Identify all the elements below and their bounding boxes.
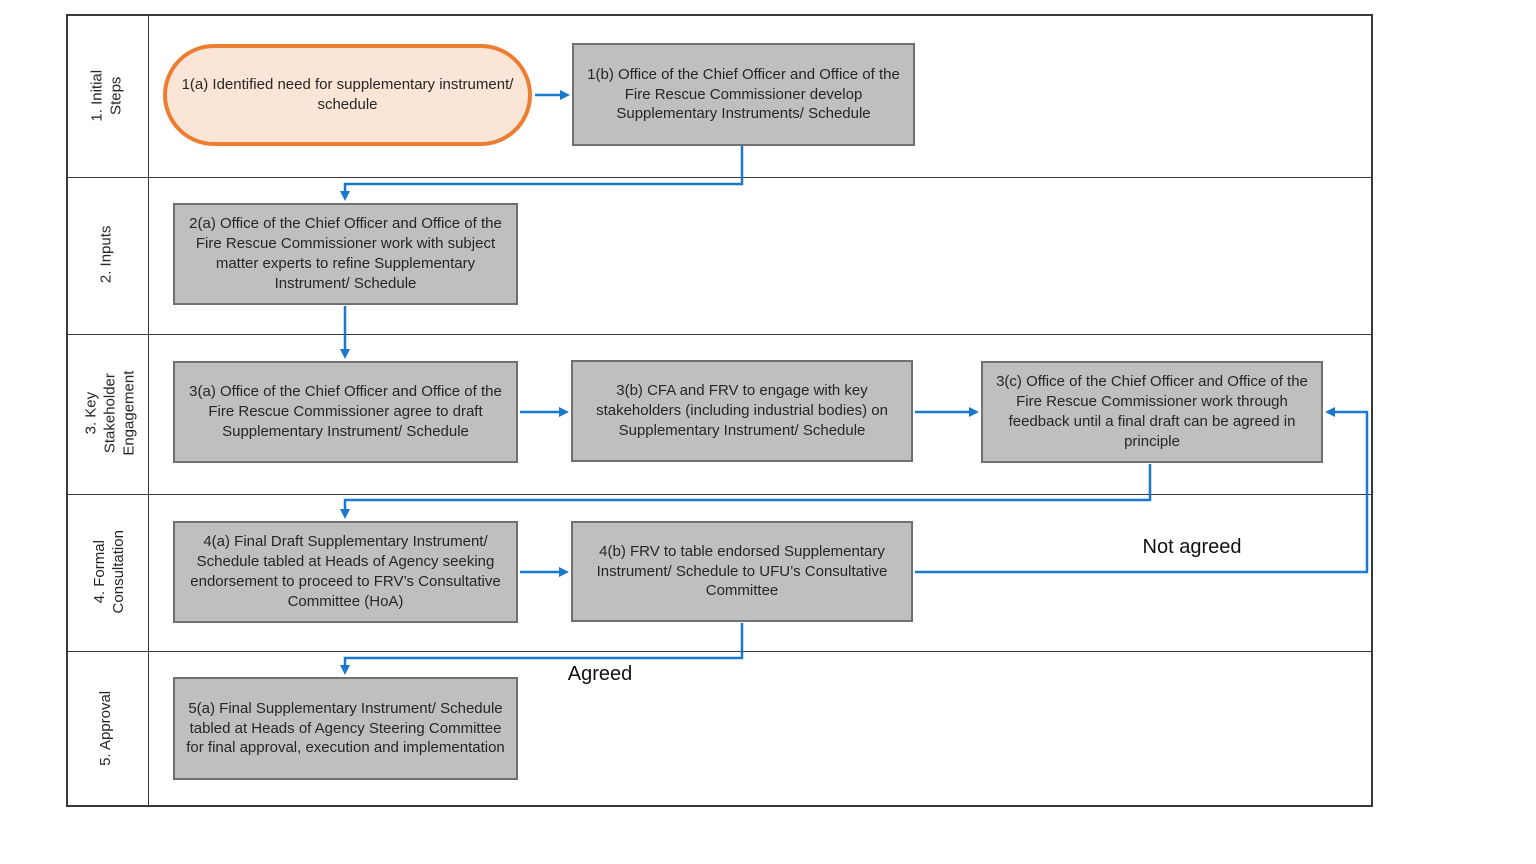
node-text: 4(b) FRV to table endorsed Supplementary…: [596, 542, 888, 600]
node-5a-process: 5(a) Final Supplementary Instrument/ Sch…: [173, 677, 518, 780]
label-column-divider: [148, 16, 149, 805]
lane-initial-steps: 1. Initial Steps: [68, 16, 146, 175]
node-1a-terminator: 1(a) Identified need for supplementary i…: [163, 44, 532, 146]
lane-label-text: 4. Formal Consultation: [90, 529, 127, 614]
lane-key-stakeholder-engagement: 3. Key Stakeholder Engagement: [68, 334, 146, 492]
node-text: 5(a) Final Supplementary Instrument/ Sch…: [186, 699, 505, 757]
node-text: 1(a) Identified need for supplementary i…: [181, 76, 514, 113]
node-3a-process: 3(a) Office of the Chief Officer and Off…: [173, 361, 518, 463]
node-1b-process: 1(b) Office of the Chief Officer and Off…: [572, 43, 915, 146]
lane-divider-2-3: [68, 334, 1371, 335]
node-4a-process: 4(a) Final Draft Supplementary Instrumen…: [173, 521, 518, 623]
edge-label-not-agreed: Not agreed: [1142, 536, 1242, 558]
node-text: 3(c) Office of the Chief Officer and Off…: [996, 373, 1308, 450]
lane-divider-4-5: [68, 651, 1371, 652]
node-text: 2(a) Office of the Chief Officer and Off…: [189, 215, 502, 292]
lane-formal-consultation: 4. Formal Consultation: [68, 494, 146, 649]
node-4b-process: 4(b) FRV to table endorsed Supplementary…: [571, 521, 913, 622]
lane-label-text: 2. Inputs: [97, 225, 115, 284]
lane-inputs: 2. Inputs: [68, 177, 146, 332]
lane-label-text: 3. Key Stakeholder Engagement: [82, 370, 137, 456]
lane-label-text: 5. Approval: [97, 690, 115, 766]
node-3c-process: 3(c) Office of the Chief Officer and Off…: [981, 361, 1323, 463]
node-text: 4(a) Final Draft Supplementary Instrumen…: [190, 533, 501, 610]
node-3b-process: 3(b) CFA and FRV to engage with key stak…: [571, 360, 913, 462]
lane-label-text: 1. Initial Steps: [88, 69, 124, 122]
node-text: 3(a) Office of the Chief Officer and Off…: [189, 383, 502, 440]
node-text: 1(b) Office of the Chief Officer and Off…: [587, 65, 900, 123]
edge-label-agreed: Agreed: [567, 663, 633, 685]
lane-approval: 5. Approval: [68, 651, 146, 805]
node-text: 3(b) CFA and FRV to engage with key stak…: [596, 382, 888, 439]
node-2a-process: 2(a) Office of the Chief Officer and Off…: [173, 203, 518, 305]
lane-divider-1-2: [68, 177, 1371, 178]
lane-divider-3-4: [68, 494, 1371, 495]
